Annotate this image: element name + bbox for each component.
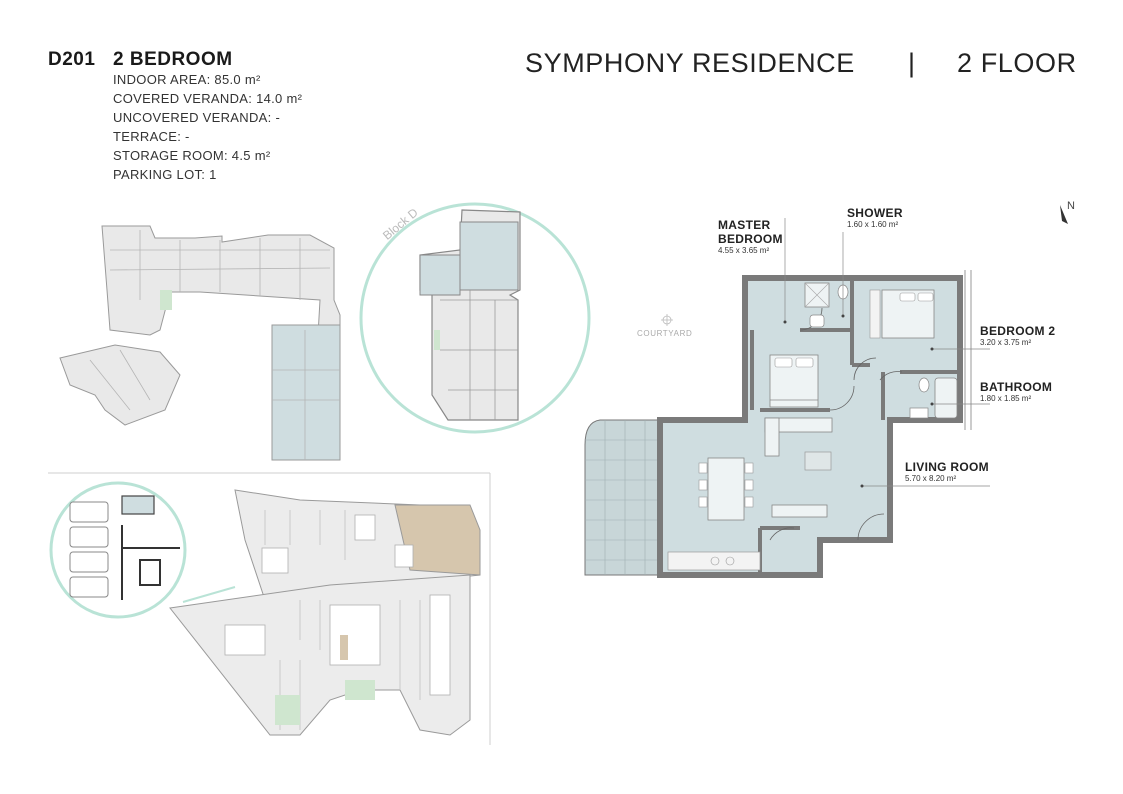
room-size: 1.80 x 1.85 m² bbox=[980, 394, 1032, 403]
project-title: SYMPHONY RESIDENCE bbox=[525, 48, 855, 78]
site-plan bbox=[169, 489, 481, 736]
title-separator: | bbox=[908, 48, 916, 78]
room-name: LIVING ROOM bbox=[905, 460, 989, 474]
spec-uncovered-veranda: UNCOVERED VERANDA: - bbox=[113, 110, 281, 125]
unit-type: 2 BEDROOM bbox=[113, 49, 233, 70]
room-label-living-room: LIVING ROOM 5.70 x 8.20 m² bbox=[905, 460, 989, 483]
unit-code: D201 bbox=[48, 49, 96, 70]
room-name: BEDROOM 2 bbox=[980, 324, 1056, 338]
floor-title: 2 FLOOR bbox=[957, 48, 1077, 78]
room-size: 5.70 x 8.20 m² bbox=[905, 474, 957, 483]
room-size: 4.55 x 3.65 m² bbox=[718, 246, 770, 255]
room-label-master-bedroom: MASTER BEDROOM 4.55 x 3.65 m² bbox=[718, 218, 783, 255]
room-name: SHOWER bbox=[847, 206, 903, 220]
room-label-bathroom: BATHROOM 1.80 x 1.85 m² bbox=[980, 380, 1052, 403]
room-size: 3.20 x 3.75 m² bbox=[980, 338, 1032, 347]
apartment-floor-plan bbox=[584, 218, 990, 578]
room-name: BEDROOM bbox=[718, 232, 783, 246]
spec-covered-veranda: COVERED VERANDA: 14.0 m² bbox=[113, 91, 303, 106]
block-zoom-circle bbox=[359, 202, 591, 434]
compass-label: N bbox=[1067, 200, 1075, 212]
room-name: MASTER bbox=[718, 218, 771, 232]
room-label-bedroom-2: BEDROOM 2 3.20 x 3.75 m² bbox=[980, 324, 1055, 347]
spec-indoor-area: INDOOR AREA: 85.0 m² bbox=[113, 72, 261, 87]
parking-zoom-circle bbox=[49, 481, 187, 619]
courtyard-label: COURTYARD bbox=[637, 329, 693, 338]
key-plan-building bbox=[59, 225, 341, 461]
spec-storage-room: STORAGE ROOM: 4.5 m² bbox=[113, 148, 271, 163]
spec-parking-lot: PARKING LOT: 1 bbox=[113, 167, 217, 182]
courtyard-icon bbox=[661, 314, 673, 326]
room-name: BATHROOM bbox=[980, 380, 1053, 394]
north-arrow-icon bbox=[1060, 205, 1068, 224]
spec-terrace: TERRACE: - bbox=[113, 129, 190, 144]
room-label-shower: SHOWER 1.60 x 1.60 m² bbox=[847, 206, 903, 229]
room-size: 1.60 x 1.60 m² bbox=[847, 220, 899, 229]
